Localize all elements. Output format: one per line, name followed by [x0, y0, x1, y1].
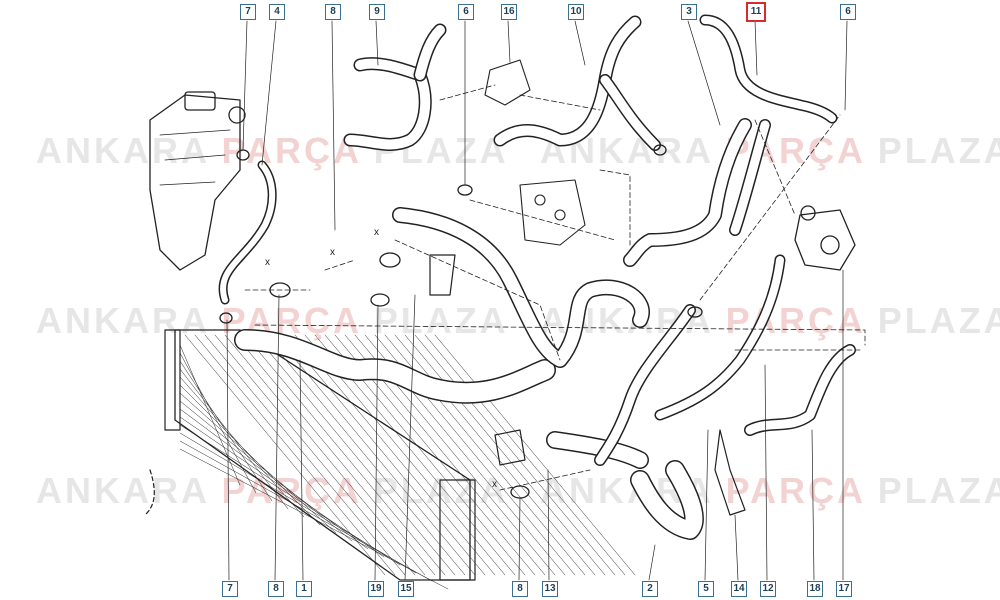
radiator	[144, 329, 636, 590]
reference-lines	[244, 84, 866, 491]
callout-18[interactable]: 18	[807, 581, 823, 597]
callout-16[interactable]: 16	[501, 4, 517, 20]
callout-8-lower[interactable]: 8	[512, 581, 528, 597]
dim-mark: x	[492, 479, 497, 490]
hose-4	[218, 160, 277, 305]
callout-9[interactable]: 9	[369, 4, 385, 20]
callout-15[interactable]: 15	[398, 581, 414, 597]
callout-11-highlighted[interactable]: 11	[746, 2, 766, 22]
bracket-15	[429, 254, 456, 296]
callout-7-top[interactable]: 7	[240, 4, 256, 20]
callout-19[interactable]: 19	[368, 581, 384, 597]
dim-mark: x	[374, 227, 379, 238]
callout-10[interactable]: 10	[568, 4, 584, 20]
leader-lines	[226, 20, 848, 581]
callout-2[interactable]: 2	[642, 581, 658, 597]
callout-1[interactable]: 1	[296, 581, 312, 597]
clamps	[219, 144, 703, 499]
dim-mark: x	[330, 247, 335, 258]
expansion-tank	[149, 91, 246, 271]
callout-8-top[interactable]: 8	[325, 4, 341, 20]
bracket-14	[714, 429, 746, 516]
callout-7-bottom[interactable]: 7	[222, 581, 238, 597]
callout-6-top[interactable]: 6	[458, 4, 474, 20]
callout-6-right[interactable]: 6	[840, 4, 856, 20]
callout-12[interactable]: 12	[760, 581, 776, 597]
callout-5[interactable]: 5	[698, 581, 714, 597]
bracket-13	[494, 429, 526, 466]
callout-3[interactable]: 3	[681, 4, 697, 20]
callout-14[interactable]: 14	[731, 581, 747, 597]
dim-mark: x	[265, 257, 270, 268]
callout-13[interactable]: 13	[542, 581, 558, 597]
callout-17[interactable]: 17	[836, 581, 852, 597]
callout-4[interactable]: 4	[269, 4, 285, 20]
manifold	[484, 59, 586, 246]
callout-8-bottom[interactable]: 8	[268, 581, 284, 597]
water-pump	[794, 205, 856, 271]
watermark-row-1: ANKARA PARÇA PLAZA	[36, 130, 509, 171]
